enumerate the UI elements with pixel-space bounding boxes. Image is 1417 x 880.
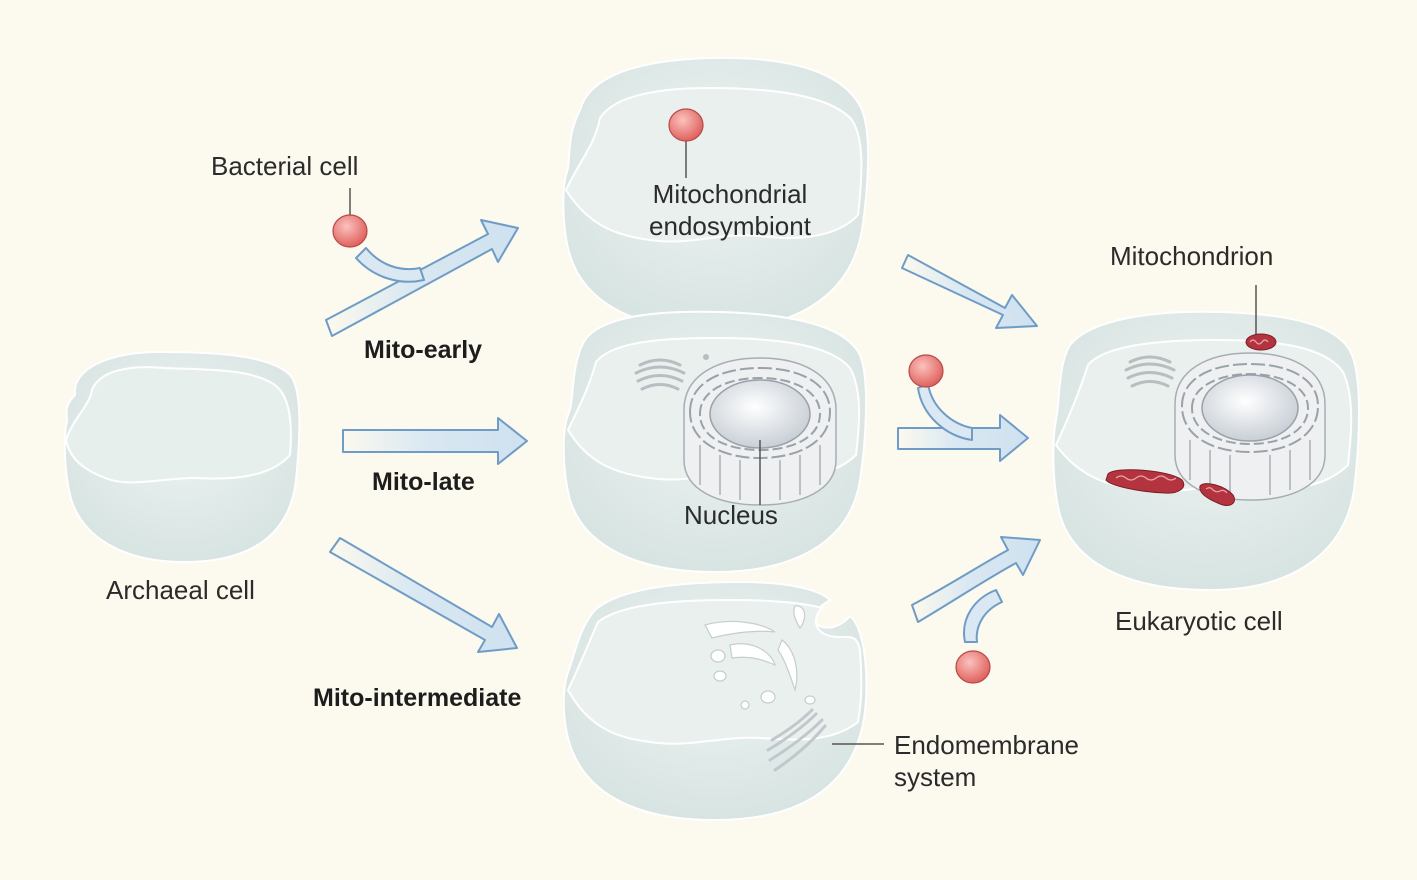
arrow-early-to-eukaryote — [902, 255, 1037, 328]
label-bacterial-cell: Bacterial cell — [211, 150, 358, 182]
label-mito-late: Mito-late — [372, 466, 475, 498]
label-mito-intermediate: Mito-intermediate — [313, 682, 521, 714]
nucleated-cell — [564, 312, 866, 572]
label-mitochondrial-endosymbiont: Mitochondrial endosymbiont — [620, 178, 840, 242]
bacterium-early — [333, 215, 367, 247]
label-endomembrane-line1: Endomembrane — [894, 729, 1079, 761]
endomembrane-cell — [564, 582, 884, 820]
archaeal-cell — [65, 352, 300, 562]
arrow-mito-intermediate — [330, 538, 517, 652]
label-endomembrane-line2: system — [894, 761, 1079, 793]
bacterium-intermediate — [956, 651, 990, 683]
label-endomembrane-system: Endomembrane system — [894, 729, 1079, 793]
label-archaeal-cell: Archaeal cell — [106, 574, 255, 606]
label-mitochondrial-endosymbiont-line1: Mitochondrial — [620, 178, 840, 210]
label-nucleus: Nucleus — [684, 499, 778, 531]
label-mitochondrial-endosymbiont-line2: endosymbiont — [620, 210, 840, 242]
bacterium-late — [909, 355, 943, 387]
label-mitochondrion: Mitochondrion — [1110, 240, 1273, 272]
label-eukaryotic-cell: Eukaryotic cell — [1115, 605, 1283, 637]
arrow-mito-late — [343, 418, 527, 464]
label-mito-early: Mito-early — [364, 334, 482, 366]
eukaryotic-cell-art — [1053, 285, 1359, 590]
